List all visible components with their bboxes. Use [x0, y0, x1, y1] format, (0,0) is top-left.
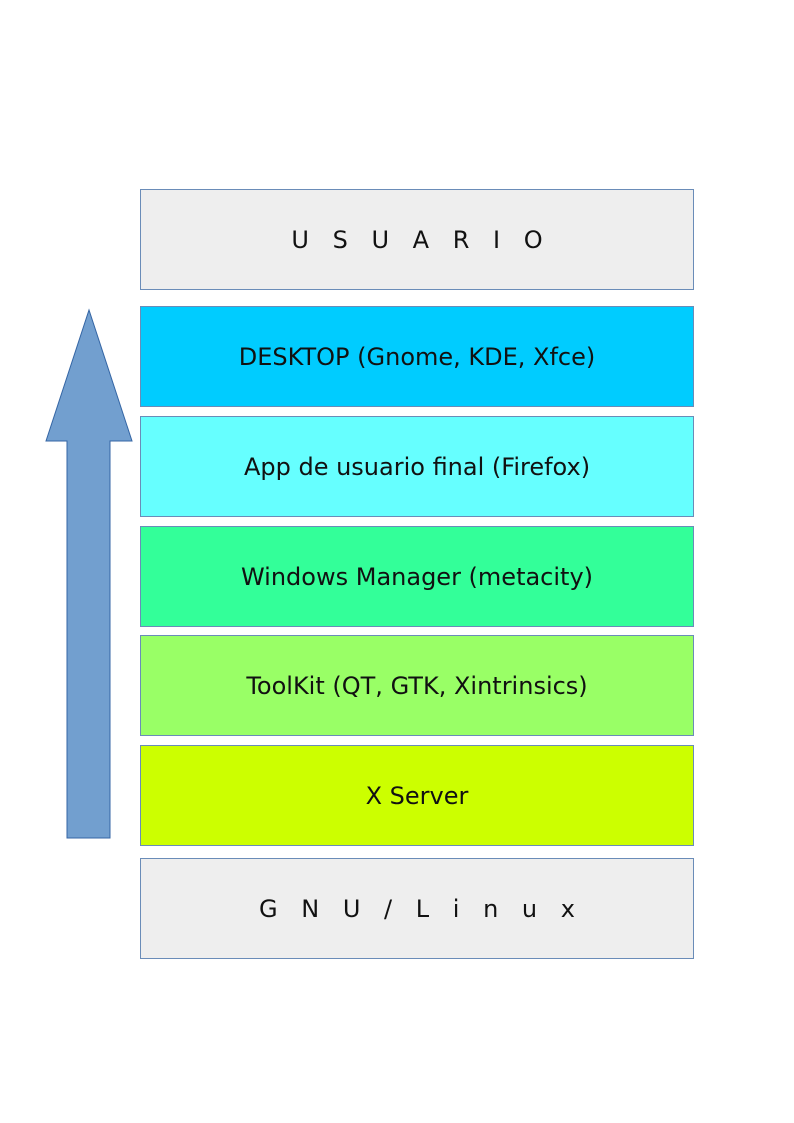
- layer-app-usuario-final: App de usuario final (Firefox): [140, 416, 694, 517]
- layer-x-server: X Server: [140, 745, 694, 846]
- layer-windows-manager: Windows Manager (metacity): [140, 526, 694, 627]
- layer-windows-manager-label: Windows Manager (metacity): [240, 562, 594, 591]
- layer-desktop-label: DESKTOP (Gnome, KDE, Xfce): [238, 342, 596, 371]
- layer-toolkit-label: ToolKit (QT, GTK, Xintrinsics): [246, 671, 588, 700]
- layer-usuario-label: U S U A R I O: [291, 225, 551, 254]
- layer-gnu-linux: G N U / L i n u x: [140, 858, 694, 959]
- layer-gnu-linux-label: G N U / L i n u x: [259, 894, 583, 923]
- layer-usuario: U S U A R I O: [140, 189, 694, 290]
- layer-app-label: App de usuario final (Firefox): [243, 452, 591, 481]
- layer-toolkit: ToolKit (QT, GTK, Xintrinsics): [140, 635, 694, 736]
- layer-x-server-label: X Server: [365, 781, 469, 810]
- layer-desktop: DESKTOP (Gnome, KDE, Xfce): [140, 306, 694, 407]
